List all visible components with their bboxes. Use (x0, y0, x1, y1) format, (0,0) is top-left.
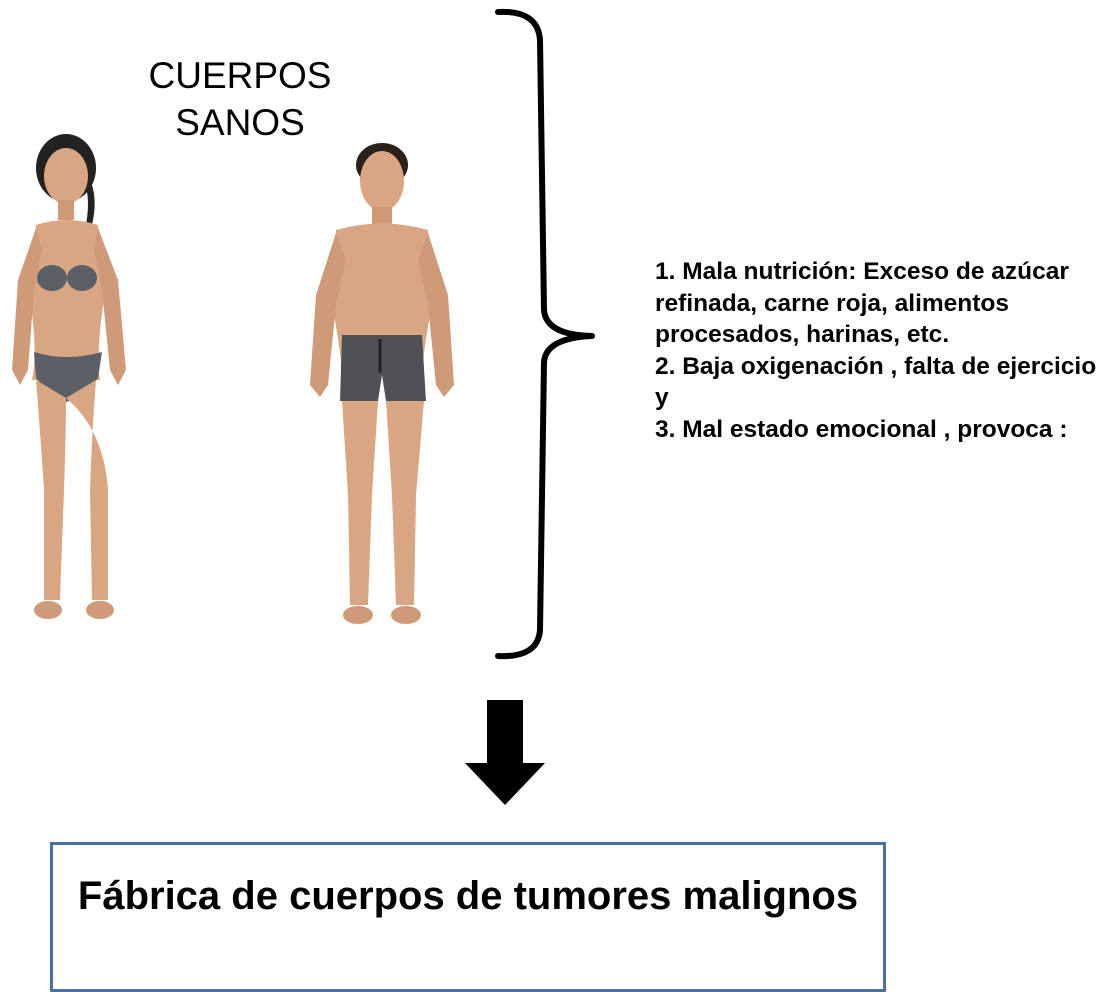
woman-figure-image (12, 134, 126, 619)
down-arrow-icon (465, 700, 545, 805)
man-figure-image (310, 143, 454, 624)
right-curly-brace (495, 8, 595, 660)
cause-item: 3. Mal estado emocional , provoca : (655, 415, 1068, 443)
page-title: CUERPOS SANOS (148, 55, 332, 143)
result-box: Fábrica de cuerpos de tumores malignos (50, 842, 886, 992)
causes-list: 1. Mala nutrición: Exceso de azúcar refi… (655, 256, 1115, 445)
cause-item: 2. Baja oxigenación , falta de ejercicio… (655, 352, 1097, 412)
result-text: Fábrica de cuerpos de tumores malignos (77, 874, 859, 918)
cause-item: 1. Mala nutrición: Exceso de azúcar refi… (655, 258, 1069, 348)
